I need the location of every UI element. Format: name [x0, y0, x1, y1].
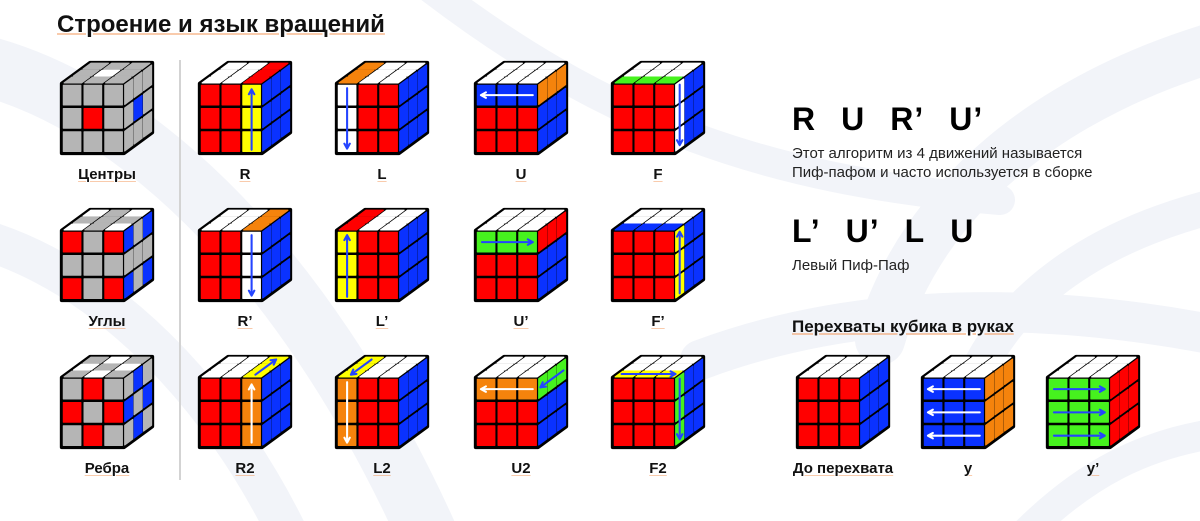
cube-f-prime-image [608, 205, 708, 305]
move-card-l-prime: L’ [327, 205, 437, 331]
algorithm-left-pif-paf: L’ U’ L U Левый Пиф-Паф [792, 214, 974, 275]
move-token: L’ [792, 213, 821, 249]
cube-l-image [332, 58, 432, 158]
cube-u-prime-image [471, 205, 571, 305]
move-label-u: U [515, 166, 527, 183]
cube-f2-image [608, 352, 708, 452]
description-line: Этот алгоритм из 4 движений называется [792, 145, 1083, 162]
move-card-f2: F2 [603, 352, 713, 478]
cube-y-image [918, 352, 1018, 452]
move-token: U’ [845, 213, 880, 249]
regrips-heading: Перехваты кубика в руках [792, 317, 1014, 336]
move-token: U [841, 101, 866, 137]
cube-before-regrip-image [793, 352, 893, 452]
algorithm-pif-paf: R U R’ U’ Этот алгоритм из 4 движений на… [792, 102, 1092, 182]
move-card-f: F [603, 58, 713, 184]
move-token: R’ [890, 101, 925, 137]
move-card-l: L [327, 58, 437, 184]
algorithm-description: Этот алгоритм из 4 движений называется П… [792, 144, 1092, 182]
cube-l2-image [332, 352, 432, 452]
move-label-u2: U2 [511, 460, 531, 477]
cube-card-edges: Ребра [52, 352, 162, 478]
move-card-r2: R2 [190, 352, 300, 478]
move-label-l2: L2 [373, 460, 391, 477]
move-label-l-prime: L’ [375, 313, 389, 330]
move-card-u: U [466, 58, 576, 184]
description-line: Левый Пиф-Паф [792, 257, 910, 274]
algorithm-moves: L’ U’ L U [792, 214, 974, 248]
move-label-r: R [239, 166, 251, 183]
regrip-label-y: y [963, 460, 973, 477]
move-card-l2: L2 [327, 352, 437, 478]
move-label-r2: R2 [235, 460, 255, 477]
move-token: R [792, 101, 817, 137]
cube-u-image [471, 58, 571, 158]
move-label-r-prime: R’ [237, 313, 253, 330]
cube-label-edges: Ребра [84, 460, 130, 477]
algorithm-description: Левый Пиф-Паф [792, 256, 974, 275]
cube-card-centers: Центры [52, 58, 162, 184]
description-line: Пиф-пафом и часто используется в сборке [792, 164, 1093, 181]
cube-r2-image [195, 352, 295, 452]
move-label-f: F [653, 166, 663, 183]
move-label-f-prime: F’ [651, 313, 665, 330]
move-token: U [950, 213, 975, 249]
cube-edges-image [57, 352, 157, 452]
regrip-label-before: До перехвата [792, 460, 894, 477]
section-divider [179, 60, 181, 480]
move-token: L [904, 213, 926, 249]
regrip-label-y-prime: y’ [1086, 460, 1100, 477]
move-card-r: R [190, 58, 300, 184]
cube-centers-image [57, 58, 157, 158]
move-card-f-prime: F’ [603, 205, 713, 331]
move-label-u-prime: U’ [513, 313, 529, 330]
regrip-card-y-prime: y’ [1038, 352, 1148, 478]
move-card-u-prime: U’ [466, 205, 576, 331]
move-card-r-prime: R’ [190, 205, 300, 331]
cube-u2-image [471, 352, 571, 452]
move-label-f2: F2 [649, 460, 667, 477]
cube-y-prime-image [1043, 352, 1143, 452]
cube-label-corners: Углы [88, 313, 126, 330]
cube-r-image [195, 58, 295, 158]
move-card-u2: U2 [466, 352, 576, 478]
regrip-card-before: До перехвата [788, 352, 898, 478]
move-token: U’ [949, 101, 984, 137]
cube-l-prime-image [332, 205, 432, 305]
page-title: Строение и язык вращений [57, 11, 385, 38]
move-label-l: L [377, 166, 387, 183]
cube-f-image [608, 58, 708, 158]
cube-card-corners: Углы [52, 205, 162, 331]
regrip-card-y: y [913, 352, 1023, 478]
cube-r-prime-image [195, 205, 295, 305]
cube-corners-image [57, 205, 157, 305]
algorithm-moves: R U R’ U’ [792, 102, 1092, 136]
cube-label-centers: Центры [78, 166, 136, 183]
